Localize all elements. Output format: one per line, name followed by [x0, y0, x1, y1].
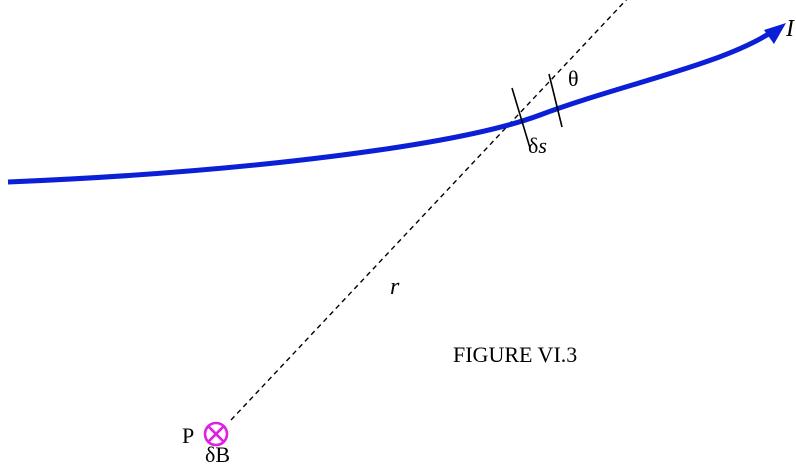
delta-symbol: δ — [528, 133, 538, 158]
arrowhead-icon — [764, 23, 786, 44]
theta-label: θ — [568, 66, 579, 91]
r-label: r — [390, 274, 400, 300]
point-p-label: P — [182, 423, 194, 448]
delta-b-label: δB — [205, 442, 230, 467]
figure-caption: FIGURE VI.3 — [453, 342, 577, 367]
current-wire — [7, 30, 772, 185]
delta-s-label: δs — [528, 133, 547, 158]
s-symbol: s — [538, 133, 547, 158]
into-page-cross-circle-icon — [203, 421, 229, 447]
current-label: I — [785, 16, 795, 42]
radius-line — [230, 0, 628, 421]
delta-s-tick-left — [511, 87, 531, 149]
delta-s-tick-right — [548, 73, 563, 128]
